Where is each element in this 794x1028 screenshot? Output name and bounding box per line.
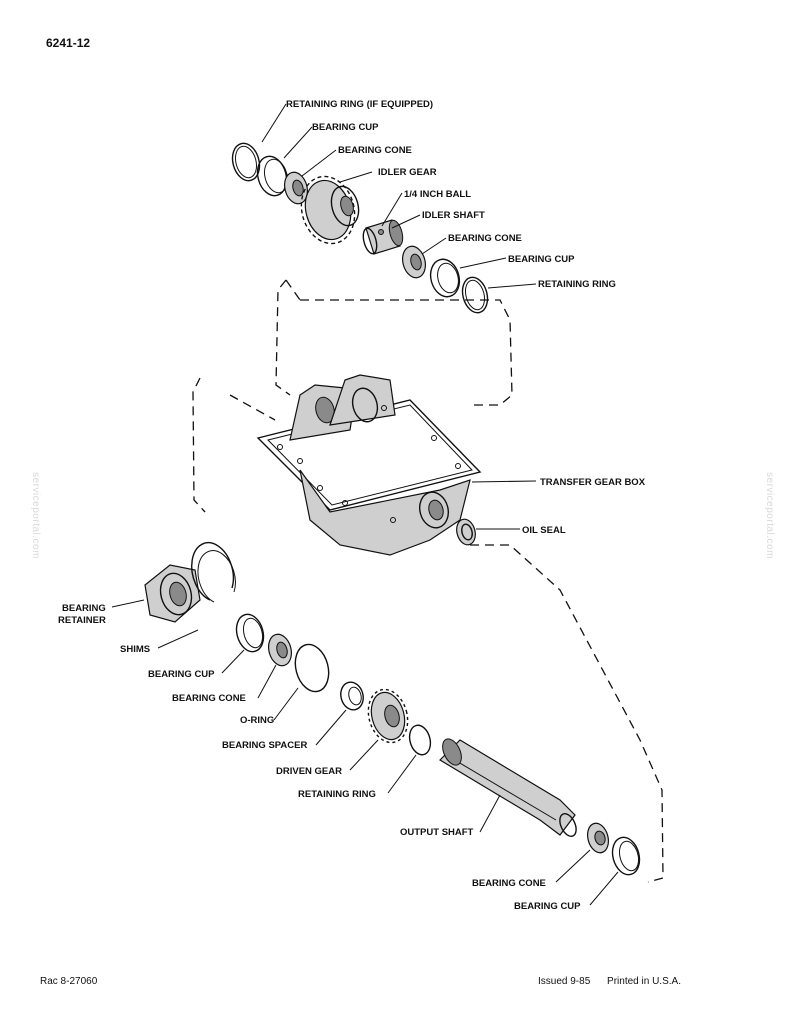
oil-seal: [456, 518, 476, 546]
label-bearing-spacer: BEARING SPACER: [222, 740, 307, 751]
dashed-outline-upper: [275, 279, 513, 406]
label-bearing-retainer-1: BEARING: [62, 603, 106, 614]
bearing-cup-lower: [235, 613, 265, 653]
page-id: 6241-12: [46, 36, 91, 50]
bearing-cone-top: [283, 171, 309, 205]
transfer-gear-box: [256, 374, 482, 556]
label-bearing-cone-mid: BEARING CONE: [448, 233, 522, 244]
bearing-cup-top: [256, 155, 289, 197]
label-transfer-gear-box: TRANSFER GEAR BOX: [540, 477, 646, 488]
idler-gear: [300, 175, 360, 245]
bearing-cup-mid: [429, 258, 461, 298]
footer-printed: Printed in U.S.A.: [607, 976, 681, 987]
footer-reference: Rac 8-27060: [40, 976, 98, 987]
label-retaining-ring-lower: RETAINING RING: [298, 789, 376, 800]
label-bearing-retainer-2: RETAINER: [58, 615, 106, 626]
label-idler-shaft: IDLER SHAFT: [422, 210, 485, 221]
bearing-cone-bottom: [586, 822, 610, 854]
label-driven-gear: DRIVEN GEAR: [276, 766, 342, 777]
leader-lines: [111, 103, 619, 906]
bearing-cone-lower: [267, 633, 293, 667]
label-bearing-cone-lower: BEARING CONE: [172, 693, 246, 704]
o-ring: [294, 643, 330, 693]
bearing-spacer: [340, 681, 364, 711]
label-oil-seal: OIL SEAL: [522, 525, 566, 536]
label-bearing-cup-top: BEARING CUP: [312, 122, 379, 133]
quarter-inch-ball: [378, 229, 384, 235]
output-shaft: [439, 738, 577, 837]
label-bearing-cup-lower: BEARING CUP: [148, 669, 215, 680]
label-bearing-cup-bottom: BEARING CUP: [514, 901, 581, 912]
label-quarter-inch-ball: 1/4 INCH BALL: [404, 189, 471, 200]
retaining-ring-lower: [408, 724, 432, 756]
bearing-retainer: [144, 564, 201, 623]
label-output-shaft: OUTPUT SHAFT: [400, 827, 474, 838]
label-retaining-ring-top: RETAINING RING: [538, 279, 616, 290]
label-retaining-ring-if-equipped: RETAINING RING (IF EQUIPPED): [286, 99, 433, 110]
dashed-outline-lower: [192, 377, 664, 883]
driven-gear: [367, 688, 409, 744]
label-shims: SHIMS: [120, 644, 150, 655]
shims: [191, 542, 236, 603]
label-bearing-cone-bottom: BEARING CONE: [472, 878, 546, 889]
label-bearing-cone-top: BEARING CONE: [338, 145, 412, 156]
footer-issue-info: Issued 9-85 Printed in U.S.A.: [538, 976, 695, 987]
footer-issued: Issued 9-85: [538, 976, 591, 987]
bearing-cup-bottom: [611, 836, 641, 876]
label-idler-gear: IDLER GEAR: [378, 167, 437, 178]
retaining-ring-top-left: [231, 142, 261, 182]
bearing-cone-mid: [401, 245, 427, 279]
idler-shaft: [362, 219, 404, 255]
label-o-ring: O-RING: [240, 715, 274, 726]
label-bearing-cup-mid: BEARING CUP: [508, 254, 575, 265]
retaining-ring-right: [461, 276, 489, 314]
